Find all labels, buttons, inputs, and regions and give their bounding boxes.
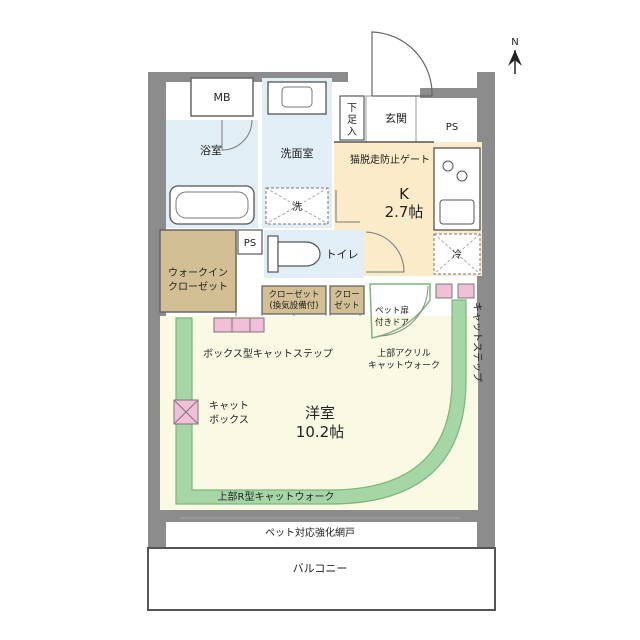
- closet-small: [329, 285, 365, 315]
- wash-mark: 洗: [292, 201, 302, 213]
- north-arrow-icon: [508, 50, 522, 74]
- washroom-label: 洗面室: [281, 146, 314, 160]
- fridge-mark: 冷: [452, 248, 462, 261]
- balcony-label: バルコニー: [293, 562, 348, 575]
- cat-box-label-2: ボックス: [209, 414, 249, 426]
- pet-door-label-2: 付きドア: [375, 317, 409, 328]
- room-labels: MB 浴室 洗面室 洗 下 足 入 玄関 PS 猫脱走防止ゲート K 2.7帖 …: [168, 91, 483, 575]
- pet-door-swing: [377, 285, 429, 337]
- closet2-label-2: ゼット: [334, 300, 360, 311]
- shoe-label-1: 下: [347, 103, 357, 114]
- cat-steps: [435, 283, 475, 299]
- compass-label: N: [511, 37, 518, 48]
- closet1-label-2: (換気設備付): [269, 300, 318, 311]
- closet2-label-1: クロー: [334, 290, 360, 300]
- mb-label: MB: [213, 91, 230, 104]
- bathtub: [169, 185, 255, 225]
- shoe-cabinet: [339, 95, 365, 141]
- bath-door-swing: [221, 119, 253, 151]
- closet1-label-1: クローゼット: [268, 289, 319, 300]
- wic-label-2: クローゼット: [168, 281, 228, 293]
- ps-mid-label: PS: [244, 238, 256, 249]
- shoe-label-2: 足: [347, 114, 357, 126]
- toilet-door-swing: [365, 231, 405, 273]
- screen-label: ペット対応強化網戸: [265, 526, 355, 539]
- western-size: 10.2帖: [296, 423, 344, 441]
- r-type-catwalk: [175, 299, 467, 505]
- front-door-swing: [371, 31, 433, 97]
- wash-basin: [267, 81, 327, 115]
- ps-shaft-mid: [237, 229, 263, 255]
- toilet-tank: [267, 235, 279, 273]
- acrylic-label-1: 上部アクリル: [377, 347, 431, 359]
- western-name: 洋室: [305, 404, 335, 422]
- kitchen-size: 2.7帖: [385, 203, 424, 221]
- ps-top-label: PS: [446, 122, 458, 133]
- closet-ventilated: [261, 285, 327, 315]
- bath-label: 浴室: [200, 143, 222, 157]
- entrance-label: 玄関: [385, 111, 407, 125]
- toilet-bowl: [277, 241, 321, 267]
- pet-door-label-1: ペット扉: [375, 305, 409, 316]
- walk-in-closet: [159, 229, 237, 313]
- kitchen-counter: [433, 147, 481, 231]
- wic-label-1: ウォークイン: [168, 267, 228, 279]
- toilet-label: トイレ: [326, 248, 359, 261]
- mb-room: [190, 77, 254, 117]
- box-cat-steps: [213, 317, 265, 333]
- box-step-label: ボックス型キャットステップ: [203, 347, 333, 360]
- r-walk-label: 上部R型キャットウォーク: [218, 490, 335, 503]
- kitchen-name: K: [399, 185, 410, 203]
- acrylic-catwalk: [369, 283, 431, 339]
- balcony-area: [147, 547, 496, 611]
- cat-step-label: キャットステップ: [471, 302, 483, 382]
- cat-gate-label: 猫脱走防止ゲート: [350, 153, 430, 166]
- cat-box-label-1: キャット: [209, 401, 249, 412]
- acrylic-label-2: キャットウォーク: [368, 360, 440, 371]
- shoe-label-3: 入: [347, 127, 357, 138]
